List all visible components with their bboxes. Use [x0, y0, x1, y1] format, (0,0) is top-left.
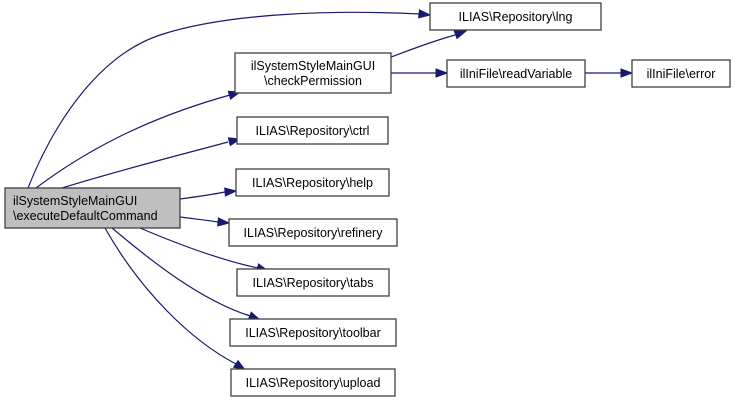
node-readVariable[interactable]: ilIniFile\readVariable — [446, 59, 586, 88]
node-box[interactable] — [236, 268, 390, 297]
edge-root-to-ctrl — [61, 137, 242, 189]
edge-line — [139, 227, 259, 269]
edge-line — [179, 216, 219, 223]
node-ctrl[interactable]: ILIAS\Repository\ctrl — [236, 116, 389, 145]
node-box[interactable] — [235, 168, 390, 197]
edge-line — [104, 227, 237, 365]
node-error[interactable]: ilIniFile\error — [631, 59, 731, 88]
node-label: ilSystemStyleMainGUI — [13, 194, 137, 208]
node-label: ILIAS\Repository\help — [252, 176, 373, 190]
arrowhead-icon — [217, 217, 231, 227]
node-upload[interactable]: ILIAS\Repository\upload — [230, 368, 396, 397]
node-tabs[interactable]: ILIAS\Repository\tabs — [236, 268, 390, 297]
edge-root-to-help — [179, 187, 238, 200]
arrowhead-icon — [418, 9, 432, 19]
node-checkPermission[interactable]: ilSystemStyleMainGUI\checkPermission — [234, 52, 392, 94]
edge-checkPermission-to-lng — [390, 30, 468, 58]
edge-root-to-refinery — [179, 216, 231, 227]
edge-readVariable-to-error — [585, 68, 634, 78]
edge-line — [390, 34, 456, 58]
edge-line — [35, 94, 231, 189]
edge-line — [27, 11, 421, 189]
edge-checkPermission-to-readVariable — [391, 68, 449, 78]
node-box[interactable] — [4, 187, 181, 229]
node-box[interactable] — [229, 318, 397, 347]
node-label: ilIniFile\error — [647, 67, 716, 81]
edge-line — [179, 191, 226, 200]
edge-root-to-upload — [104, 227, 247, 371]
node-help[interactable]: ILIAS\Repository\help — [235, 168, 390, 197]
node-toolbar[interactable]: ILIAS\Repository\toolbar — [229, 318, 397, 347]
node-box[interactable] — [228, 218, 398, 247]
node-label: ilIniFile\readVariable — [460, 67, 572, 81]
node-label: ilSystemStyleMainGUI — [251, 59, 375, 73]
node-label: \checkPermission — [264, 74, 362, 88]
node-box[interactable] — [236, 116, 389, 145]
node-box[interactable] — [234, 52, 392, 94]
arrowhead-icon — [453, 30, 468, 40]
nodes-layer: ilSystemStyleMainGUI\executeDefaultComma… — [4, 2, 731, 397]
arrowhead-icon — [435, 68, 449, 78]
node-box[interactable] — [446, 59, 586, 88]
node-label: ILIAS\Repository\upload — [246, 376, 381, 390]
edge-line — [61, 141, 229, 189]
node-box[interactable] — [429, 2, 602, 31]
arrowhead-icon — [224, 187, 238, 197]
node-label: ILIAS\Repository\toolbar — [245, 326, 381, 340]
node-box[interactable] — [631, 59, 731, 88]
node-refinery[interactable]: ILIAS\Repository\refinery — [228, 218, 398, 247]
node-box[interactable] — [230, 368, 396, 397]
node-root[interactable]: ilSystemStyleMainGUI\executeDefaultComma… — [4, 187, 181, 229]
edge-root-to-checkPermission — [35, 90, 242, 189]
node-label: ILIAS\Repository\refinery — [244, 226, 384, 240]
edge-line — [111, 227, 251, 317]
edge-root-to-lng — [27, 9, 432, 189]
node-label: \executeDefaultCommand — [13, 209, 158, 223]
node-label: ILIAS\Repository\ctrl — [256, 124, 370, 138]
arrowhead-icon — [620, 68, 634, 78]
node-label: ILIAS\Repository\tabs — [253, 276, 374, 290]
node-lng[interactable]: ILIAS\Repository\lng — [429, 2, 602, 31]
node-label: ILIAS\Repository\lng — [459, 10, 573, 24]
